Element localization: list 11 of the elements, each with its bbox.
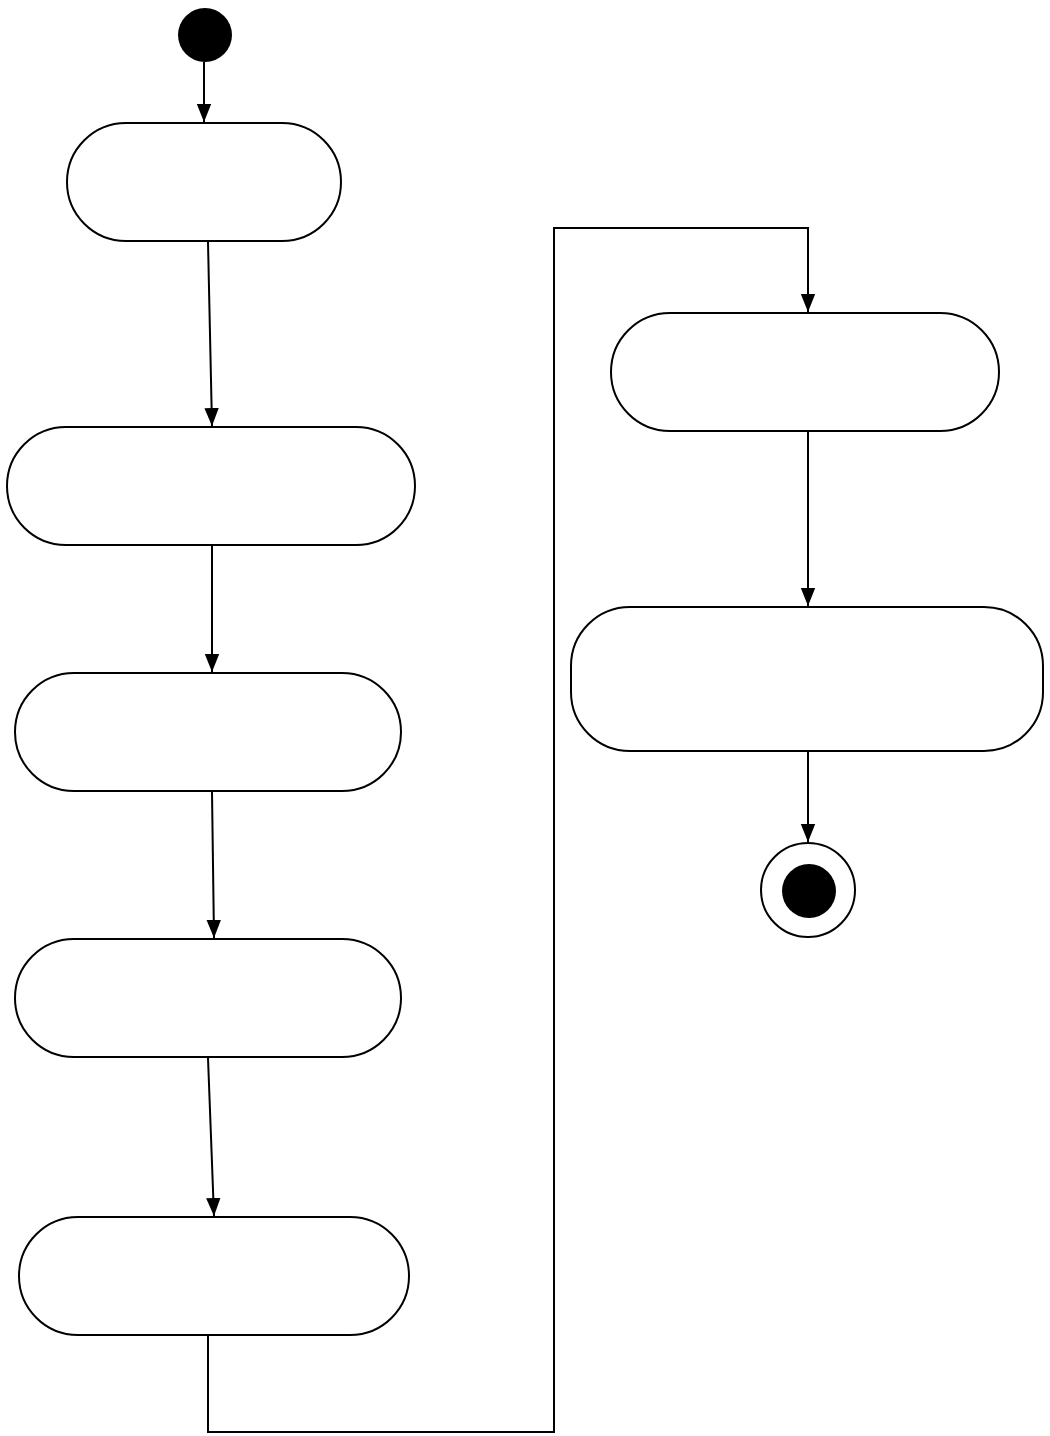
activity-box — [570, 606, 1044, 752]
arrow — [800, 431, 816, 607]
final-node — [760, 842, 856, 938]
arrow — [204, 241, 219, 427]
arrow — [204, 545, 220, 673]
arrow — [207, 227, 816, 1433]
arrow — [800, 751, 816, 843]
arrow — [206, 1057, 221, 1217]
arrow — [206, 791, 221, 939]
arrow — [196, 61, 212, 123]
start-node — [178, 8, 232, 62]
